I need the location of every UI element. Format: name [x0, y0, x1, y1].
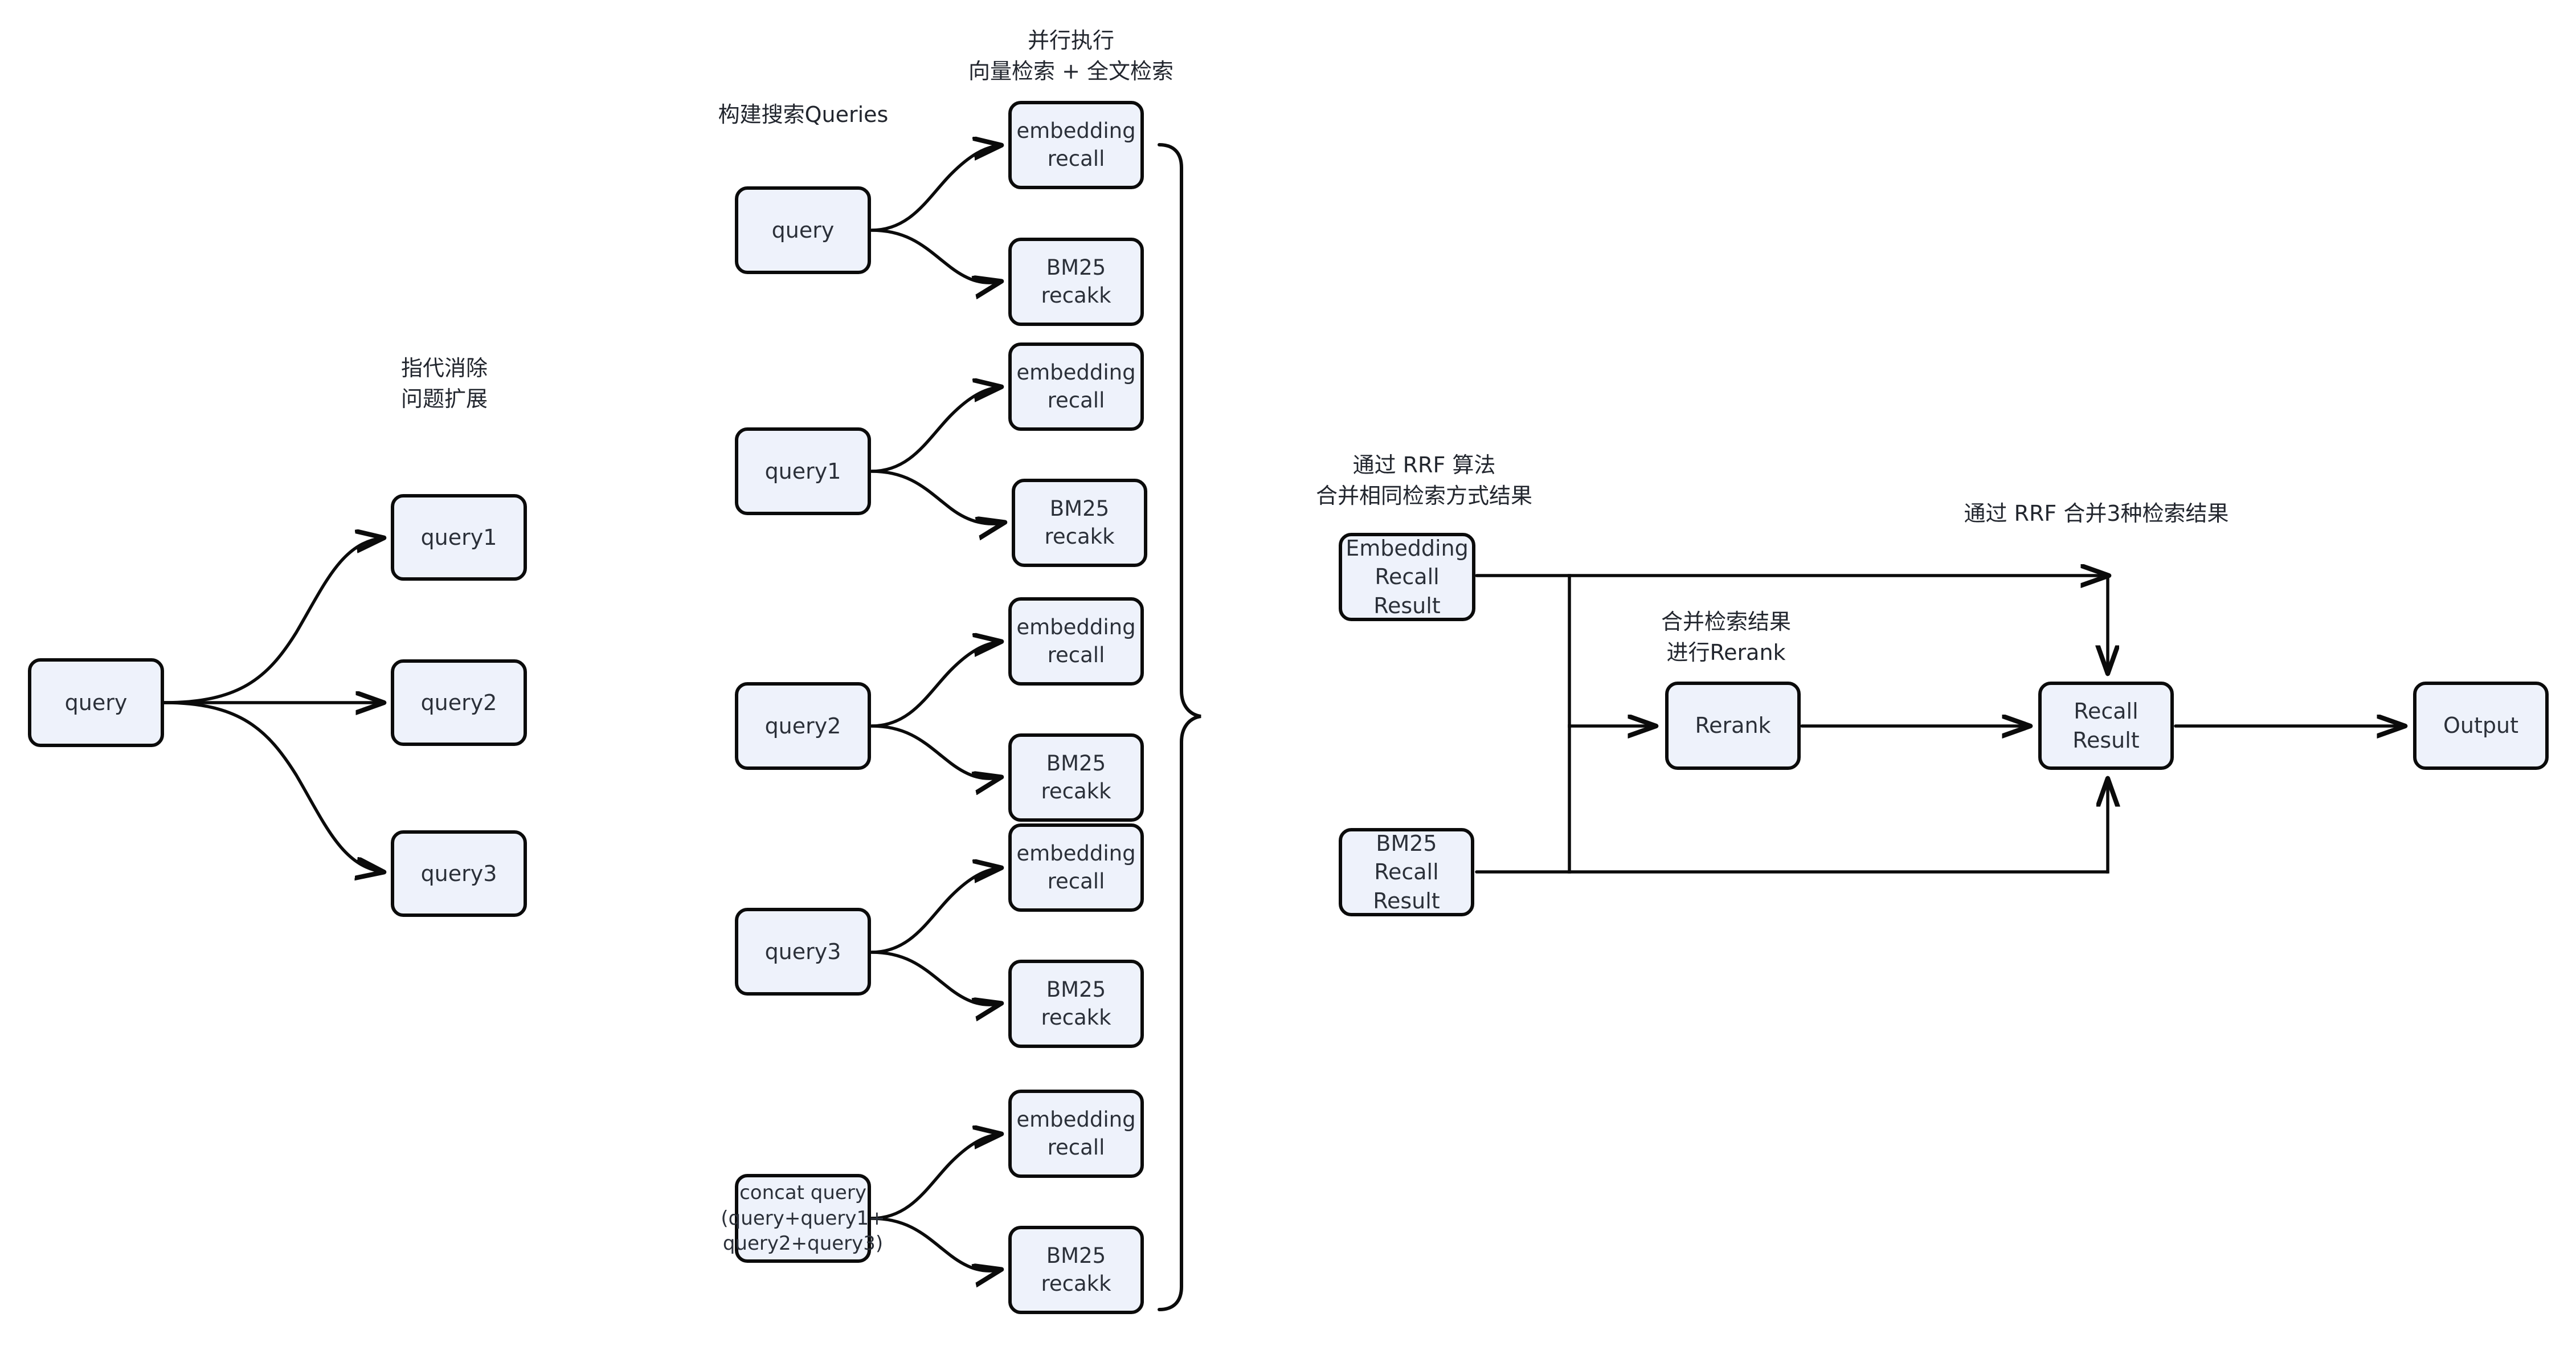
- node-query3[interactable]: query3: [391, 830, 527, 917]
- node-emb-recall-4[interactable]: embedding recall: [1008, 1090, 1144, 1178]
- node-bm25-recall-0[interactable]: BM25 recakk: [1008, 238, 1144, 326]
- caption-coref: 指代消除 问题扩展: [400, 356, 488, 411]
- node-emb-recall-1[interactable]: embedding recall: [1008, 342, 1144, 431]
- node-recall-result[interactable]: Recall Result: [2038, 682, 2174, 770]
- node-q-query1[interactable]: query1: [735, 427, 871, 515]
- node-embedding-recall-result[interactable]: Embedding Recall Result: [1339, 533, 1475, 621]
- caption-build-queries: 构建搜索Queries: [718, 102, 889, 127]
- node-q-query2[interactable]: query2: [735, 682, 871, 770]
- caption-rrf-same: 通过 RRF 算法 合并相同检索方式结果: [1315, 452, 1532, 508]
- node-q-concat[interactable]: concat query (query+query1+ query2+query…: [721, 1174, 885, 1263]
- caption-parallel: 并行执行 向量检索 + 全文检索: [968, 28, 1173, 84]
- node-bm25-recall-1[interactable]: BM25 recakk: [1012, 479, 1147, 567]
- node-emb-recall-3[interactable]: embedding recall: [1008, 823, 1144, 912]
- node-bm25-recall-2[interactable]: BM25 recakk: [1008, 733, 1144, 822]
- node-emb-recall-0[interactable]: embedding recall: [1008, 101, 1144, 189]
- caption-rrf-three: 通过 RRF 合并3种检索结果: [1964, 501, 2229, 526]
- node-query-source[interactable]: query: [28, 658, 164, 747]
- node-rerank[interactable]: Rerank: [1665, 682, 1801, 770]
- caption-merge-rerank: 合并检索结果 进行Rerank: [1661, 609, 1791, 665]
- node-q-query[interactable]: query: [735, 186, 871, 274]
- node-query1[interactable]: query1: [391, 494, 527, 581]
- node-bm25-recall-3[interactable]: BM25 recakk: [1008, 960, 1144, 1048]
- node-bm25-recall-4[interactable]: BM25 recakk: [1008, 1226, 1144, 1314]
- node-output[interactable]: Output: [2413, 682, 2549, 770]
- node-bm25-recall-result[interactable]: BM25 Recall Result: [1339, 828, 1474, 916]
- node-query2[interactable]: query2: [391, 659, 527, 746]
- node-q-query3[interactable]: query3: [735, 908, 871, 996]
- node-emb-recall-2[interactable]: embedding recall: [1008, 597, 1144, 686]
